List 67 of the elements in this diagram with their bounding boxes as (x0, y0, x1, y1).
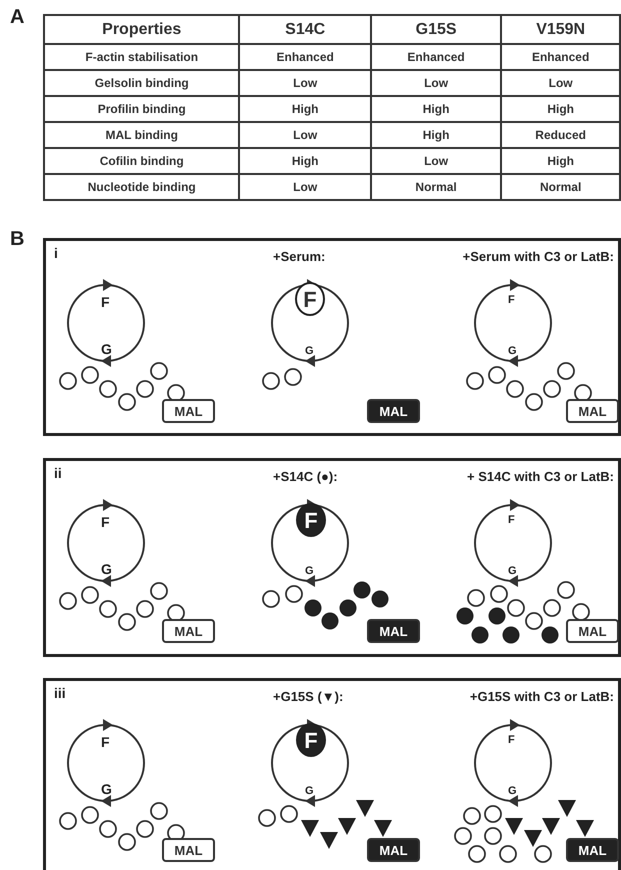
cycle-letter: F (101, 514, 110, 530)
table-cell: Reduced (501, 122, 620, 148)
table-cell: Low (239, 70, 371, 96)
mal-box: MAL (162, 838, 215, 862)
panel-box (43, 458, 621, 657)
mal-box: MAL (566, 619, 619, 643)
table-cell: Low (501, 70, 620, 96)
panel-number: ii (54, 465, 62, 481)
cycle-letter: G (305, 785, 314, 797)
cycle-letter: F (101, 734, 110, 750)
row-header-cell: Gelsolin binding (44, 70, 240, 96)
table-cell: Enhanced (370, 44, 502, 70)
table-cell: High (370, 122, 502, 148)
mal-box: MAL (367, 619, 420, 643)
header-cell: Properties (44, 15, 240, 44)
f-actin-oval: F (295, 282, 325, 316)
mal-box: MAL (566, 399, 619, 423)
condition-heading: + S14C with C3 or LatB: (467, 469, 614, 484)
table-cell: Low (239, 122, 371, 148)
table-cell: High (239, 96, 371, 122)
condition-heading: +G15S with C3 or LatB: (470, 689, 614, 704)
header-cell: S14C (239, 15, 371, 44)
row-header-cell: F-actin stabilisation (44, 44, 240, 70)
cycle-letter: G (305, 345, 314, 357)
header-cell: V159N (501, 15, 620, 44)
table-cell: Low (370, 148, 502, 174)
cycle-letter: F (508, 734, 515, 746)
panel-letter: A (10, 6, 24, 29)
panel-box (43, 238, 621, 436)
condition-heading: +S14C (●): (273, 469, 338, 484)
row-header-cell: Cofilin binding (44, 148, 240, 174)
panel-letter: B (10, 228, 24, 251)
table-cell: High (370, 96, 502, 122)
cycle-letter: G (101, 781, 112, 797)
cycle-letter: G (508, 345, 517, 357)
mal-box: MAL (162, 619, 215, 643)
f-actin-oval: F (296, 503, 326, 537)
table-cell: Low (239, 174, 371, 200)
mal-box: MAL (162, 399, 215, 423)
table-cell: Enhanced (501, 44, 620, 70)
cycle-letter: G (305, 565, 314, 577)
table-cell: Low (370, 70, 502, 96)
cycle-letter: G (101, 341, 112, 357)
table-cell: Normal (501, 174, 620, 200)
f-actin-oval: F (296, 723, 326, 757)
condition-heading: +G15S (▼): (273, 689, 344, 704)
cycle-letter: F (101, 294, 110, 310)
cycle-letter: G (101, 561, 112, 577)
condition-heading: +Serum with C3 or LatB: (462, 249, 614, 264)
table-cell: High (501, 96, 620, 122)
panel-box (43, 678, 621, 870)
row-header-cell: MAL binding (44, 122, 240, 148)
panel-number: iii (54, 685, 66, 701)
cycle-letter: F (508, 514, 515, 526)
cycle-letter: F (508, 294, 515, 306)
header-cell: G15S (370, 15, 502, 44)
condition-heading: +Serum: (273, 249, 326, 264)
table-cell: Normal (370, 174, 502, 200)
table-cell: High (239, 148, 371, 174)
table-cell: High (501, 148, 620, 174)
panel-number: i (54, 245, 58, 261)
cycle-letter: G (508, 785, 517, 797)
table-cell: Enhanced (239, 44, 371, 70)
mal-box: MAL (367, 399, 420, 423)
row-header-cell: Nucleotide binding (44, 174, 240, 200)
cycle-letter: G (508, 565, 517, 577)
row-header-cell: Profilin binding (44, 96, 240, 122)
